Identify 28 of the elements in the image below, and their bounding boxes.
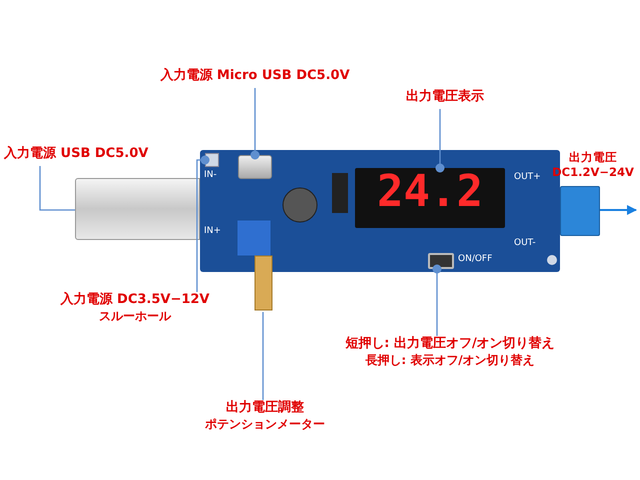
- micro-usb-port: [238, 155, 272, 179]
- leader-line: [432, 264, 442, 336]
- callout-text: ポテンションメーター: [204, 416, 326, 432]
- screw-terminal: [560, 186, 600, 236]
- silkscreen-label: OUT+: [514, 172, 541, 182]
- callout-text: 短押し: 出力電圧オフ/オン切り替え: [344, 336, 556, 353]
- callout-text: 入力電源 Micro USB DC5.0V: [159, 68, 351, 85]
- silkscreen-label: ON/OFF: [458, 254, 492, 264]
- leader-line: [250, 88, 260, 160]
- push-button: [428, 253, 454, 269]
- leader-line: [436, 109, 444, 172]
- leader-line: [39, 166, 75, 211]
- callout-text: 出力電圧表示: [405, 89, 485, 106]
- arrow: [600, 205, 637, 215]
- callout-text: スルーホール: [98, 308, 172, 324]
- led-display: [355, 168, 505, 228]
- leader-line: [196, 156, 210, 292]
- leader-line: [262, 312, 264, 400]
- silkscreen-label: OUT-: [514, 238, 536, 248]
- silkscreen-label: IN-: [204, 170, 217, 180]
- callout-text: 入力電源 USB DC5.0V: [4, 146, 150, 163]
- potentiometer: [235, 218, 275, 312]
- usb-plug: [75, 178, 200, 240]
- callout-text: 出力電圧調整: [225, 400, 305, 417]
- callout-text: 長押し: 表示オフ/オン切り替え: [364, 352, 536, 368]
- silkscreen-label: IN+: [204, 226, 221, 236]
- callout-text: 入力電源 DC3.5V−12V: [59, 292, 210, 309]
- display-reading: 24.2: [376, 166, 484, 217]
